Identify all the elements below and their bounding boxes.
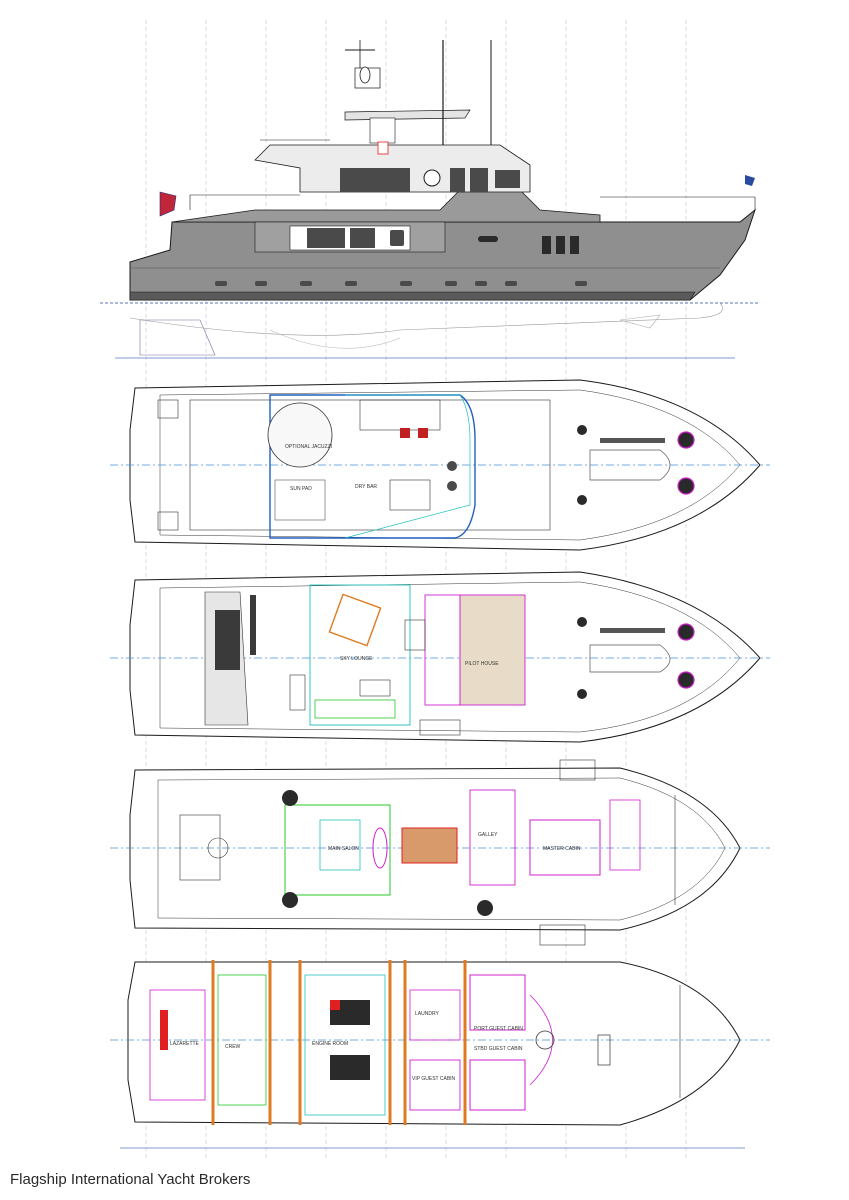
bridge-deck-label-pilot-house: PILOT HOUSE: [465, 661, 499, 667]
bow-flag: [745, 175, 755, 186]
galley: [469, 789, 516, 886]
pilot-house: [459, 594, 526, 706]
lower-deck-label-port-guest: PORT GUEST CABIN: [474, 1026, 523, 1032]
bow-tender-bridge: [589, 644, 671, 673]
bridge-deck-plan: SKY LOUNGE PILOT HOUSE: [110, 571, 770, 743]
lower-deck-label-lazarette: LAZARETTE: [170, 1041, 200, 1047]
lazarette: [149, 989, 206, 1101]
vip-guest-cabin: [409, 1059, 461, 1111]
main-salon: [284, 804, 391, 896]
bridge-deck-label-sky-lounge: SKY LOUNGE: [340, 656, 373, 662]
port-guest-cabin: [469, 974, 526, 1031]
rudder-propeller: [139, 319, 216, 356]
lower-deck-plan: LAZARETTE CREW ENGINE ROOM LAUNDRY PORT …: [110, 960, 770, 1149]
master-cabin: [529, 819, 601, 876]
sky-lounge: [309, 584, 411, 726]
stern-flag: [159, 191, 177, 217]
sun-deck-label-jacuzzi: OPTIONAL JACUZZI: [285, 444, 332, 450]
main-deck-label-main-salon: MAIN SALON: [328, 846, 359, 852]
crew-area: [217, 974, 267, 1106]
lower-deck-label-stbd-guest: STBD GUEST CABIN: [474, 1046, 523, 1052]
lower-deck-label-laundry: LAUNDRY: [415, 1011, 439, 1017]
bow-tender: [589, 449, 671, 481]
main-deck-plan: MAIN SALON GALLEY MASTER CABIN: [110, 759, 770, 946]
sun-pad: [274, 479, 326, 521]
engine-room: [304, 974, 386, 1116]
main-deck-label-galley: GALLEY: [478, 832, 498, 838]
bridge-deck-hull-outline: [129, 571, 761, 743]
pilothouse-windows: [340, 168, 410, 192]
lower-deck-label-crew: CREW: [225, 1044, 241, 1050]
dining-table: [401, 827, 458, 864]
side-profile-view: [100, 40, 760, 359]
sun-deck-plan: OPTIONAL JACUZZI SUN PAD DRY BAR: [110, 379, 770, 551]
flybridge-hardtop: [344, 109, 471, 121]
watermark-text: Flagship International Yacht Brokers: [10, 1171, 251, 1188]
svg-text:SUN PAD: SUN PAD: [290, 486, 312, 492]
lower-deck-hull-outline: [127, 961, 741, 1126]
jacuzzi: [267, 402, 333, 468]
boot-stripe: [129, 291, 696, 301]
main-deck-label-master-cabin: MASTER CABIN: [543, 846, 581, 852]
stbd-guest-cabin: [469, 1059, 526, 1111]
svg-text:DRY BAR: DRY BAR: [355, 484, 377, 490]
lower-deck-label-vip-guest: VIP GUEST CABIN: [412, 1076, 456, 1082]
laundry: [409, 989, 461, 1041]
keel-outline: [129, 302, 723, 336]
lower-deck-label-engine-room: ENGINE ROOM: [312, 1041, 348, 1047]
